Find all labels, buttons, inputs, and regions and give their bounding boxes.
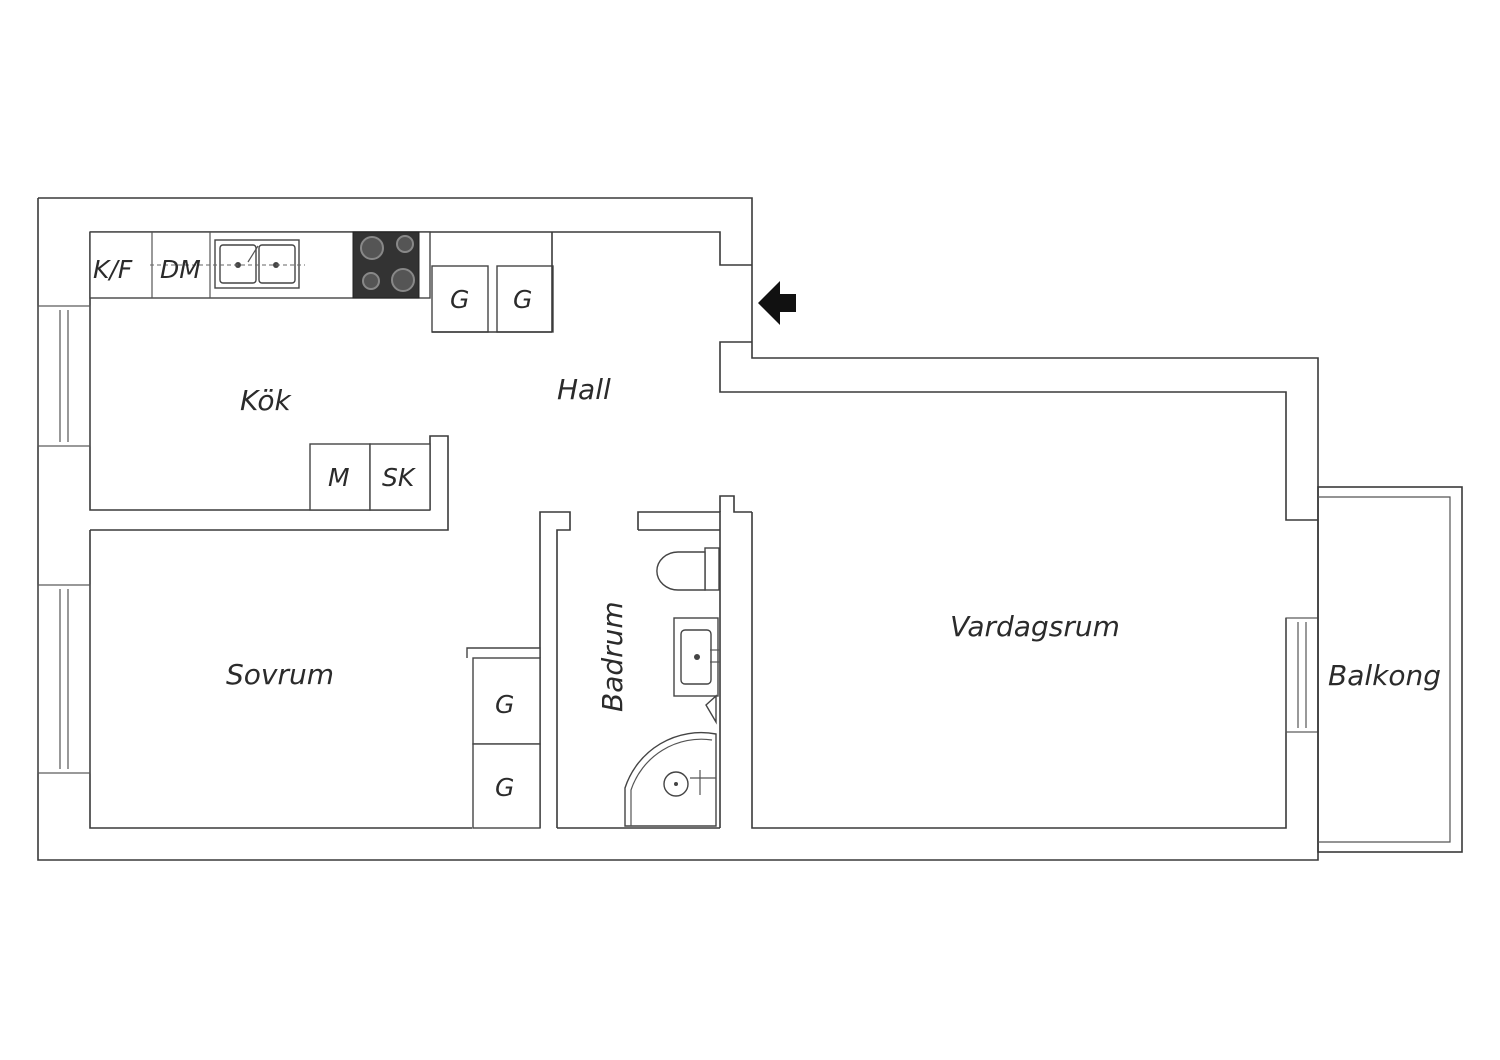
room-label-balcony: Balkong [1328,659,1441,692]
hall-wardrobe-label-1: G [450,285,469,314]
washbasin-icon [673,617,720,725]
fridge-freezer-label: K/F [93,255,133,284]
kitchen-appliances: M SK [309,443,431,511]
entrance-arrow-icon [758,281,796,325]
room-label-kitchen: Kök [240,384,292,417]
kitchen-window [37,305,91,447]
balcony [1317,486,1463,853]
bathroom-walls [539,495,752,829]
bedroom-wardrobe-label-2: G [495,773,514,802]
shower-icon [624,731,717,827]
room-label-bathroom: Badrum [596,601,629,712]
dishwasher-label: DM [160,255,201,284]
room-label-bedroom: Sovrum [226,658,334,691]
kitchen-counter: K/F DM [89,231,431,299]
bedroom-window [37,584,91,774]
room-label-hall: Hall [557,373,611,406]
windows [37,305,1319,774]
microwave-label: M [328,463,350,492]
toilet-icon [656,547,720,591]
sink-icon [150,239,305,289]
cabinet-label: SK [382,463,417,492]
living-window [1285,617,1319,733]
stove-icon [352,231,420,299]
bedroom-wardrobes: G G [466,647,541,829]
hall-wardrobe-label-2: G [513,285,532,314]
room-label-living: Vardagsrum [950,610,1120,643]
bedroom-wardrobe-label-1: G [495,690,514,719]
hall-wardrobes: G G [431,232,554,333]
